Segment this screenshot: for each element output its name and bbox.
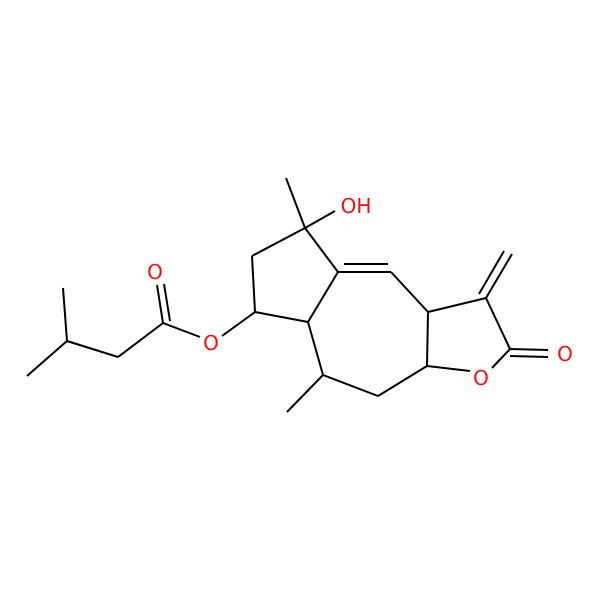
- bond-methyl-top: [62, 287, 68, 342]
- lactone-ring-oxygen-label: O: [473, 366, 489, 390]
- bond-methylene-double-b: [478, 250, 505, 295]
- bond-c7-c11: [427, 297, 487, 313]
- ester-carbonyl-oxygen-label: O: [147, 260, 163, 284]
- hydroxyl-label: OH: [341, 194, 372, 218]
- bond-methyl-left: [26, 340, 68, 377]
- bond-c1-c2: [251, 255, 256, 313]
- bond-c3-methyl: [285, 177, 306, 229]
- lactone-carbonyl-oxygen-label: O: [557, 342, 573, 366]
- bond-ester-carbonyl-double-a: [156, 284, 164, 324]
- bond-ester-carbonyl-double-b: [163, 283, 171, 322]
- bond-c11-c12: [485, 297, 511, 350]
- bond-c12-ring-oxygen: [491, 348, 511, 369]
- bond-c9-c10: [322, 374, 379, 397]
- bond-lactone-carbonyl-double-a: [509, 348, 549, 351]
- bond-c3-c4: [304, 227, 339, 273]
- bond-c6-c7: [390, 271, 429, 313]
- bond-ch-ch2: [66, 340, 119, 358]
- bond-c3-hydroxyl: [304, 210, 336, 229]
- bond-ester-oxygen-ring: [221, 311, 256, 337]
- bond-ch2-carbonyl: [117, 322, 164, 358]
- bond-c4-c5: [307, 271, 339, 323]
- bond-carbonyl-ester-oxygen: [162, 322, 201, 338]
- bond-c10-methyl: [286, 374, 324, 413]
- ester-oxygen-label: O: [203, 331, 219, 355]
- bond-c7-c8: [426, 311, 429, 367]
- bond-c8-c9: [377, 365, 428, 397]
- bond-lactone-carbonyl-double-b: [509, 355, 549, 358]
- bond-c10-c5: [307, 321, 324, 376]
- bond-c2-c3: [251, 227, 306, 257]
- bond-c5-c1: [254, 311, 309, 323]
- bond-methylene-double-a: [485, 253, 513, 299]
- bond-ring-oxygen-c8: [426, 365, 471, 372]
